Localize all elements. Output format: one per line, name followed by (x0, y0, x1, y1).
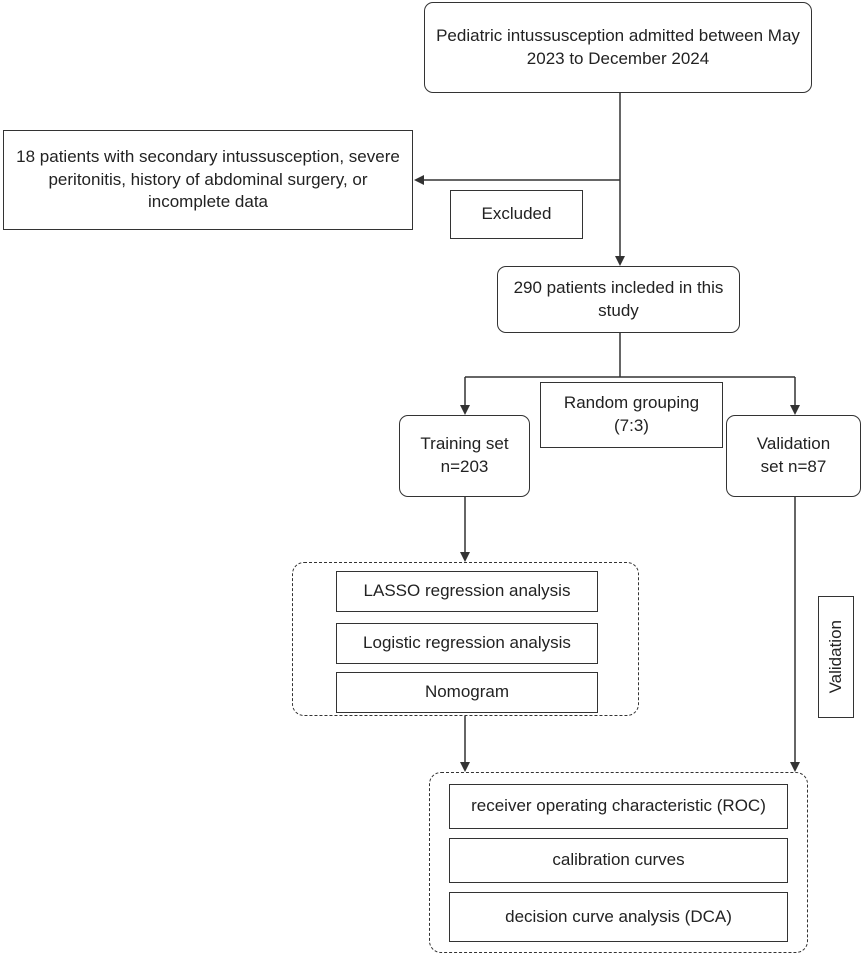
lasso-box: LASSO regression analysis (336, 571, 598, 612)
training-set-text: Training set n=203 (420, 434, 509, 476)
calibration-text: calibration curves (552, 850, 685, 870)
excluded-criteria-text: 18 patients with secondary intussuscepti… (16, 146, 400, 212)
roc-text: receiver operating characteristic (ROC) (471, 796, 766, 816)
dca-text: decision curve analysis (DCA) (505, 906, 732, 926)
random-grouping-text: Random grouping (7:3) (563, 393, 700, 435)
calibration-box: calibration curves (449, 838, 788, 883)
modeling-group (292, 562, 639, 716)
roc-box: receiver operating characteristic (ROC) (449, 784, 788, 829)
nomogram-box: Nomogram (336, 672, 598, 713)
lasso-text: LASSO regression analysis (363, 581, 571, 601)
validation-label-box: Validation (818, 596, 854, 718)
included-text: 290 patients incleded in this study (513, 277, 724, 320)
excluded-label-text: Excluded (481, 204, 552, 224)
excluded-criteria-box: 18 patients with secondary intussuscepti… (3, 130, 413, 230)
dca-box: decision curve analysis (DCA) (449, 892, 788, 942)
validation-label-text: Validation (825, 620, 845, 694)
logistic-text: Logistic regression analysis (363, 633, 571, 653)
excluded-label-box: Excluded (450, 190, 583, 239)
random-grouping-box: Random grouping (7:3) (540, 382, 723, 448)
validation-set-text: Validation set n=87 (756, 434, 831, 476)
evaluation-group (429, 772, 808, 953)
training-set-box: Training set n=203 (399, 415, 530, 497)
nomogram-text: Nomogram (424, 682, 510, 702)
admitted-box: Pediatric intussusception admitted betwe… (424, 2, 812, 93)
logistic-box: Logistic regression analysis (336, 623, 598, 664)
admitted-text: Pediatric intussusception admitted betwe… (436, 25, 800, 68)
included-box: 290 patients incleded in this study (497, 266, 740, 333)
validation-set-box: Validation set n=87 (726, 415, 861, 497)
